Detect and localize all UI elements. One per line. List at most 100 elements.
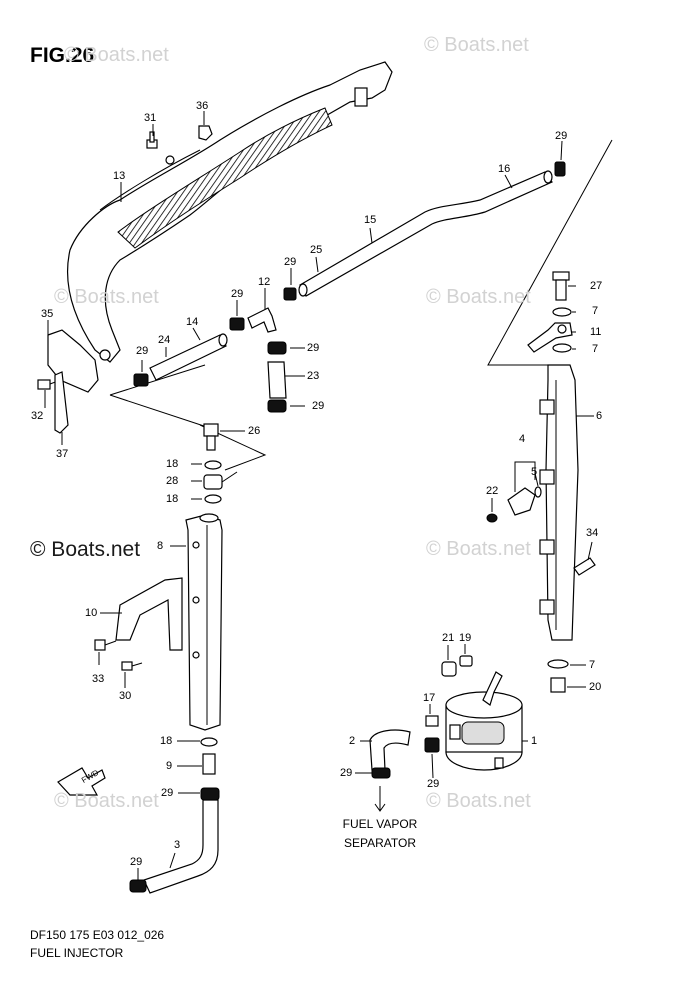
callout-19: 19 — [459, 632, 472, 644]
callout-29: 29 — [130, 856, 143, 868]
callout-28: 28 — [166, 475, 179, 487]
callout-29: 29 — [555, 130, 568, 142]
bolt-26 — [203, 423, 219, 451]
hose-23 — [267, 361, 287, 399]
clamp-29-j — [424, 737, 440, 753]
watermark: © Boats.net — [30, 538, 141, 561]
callout-29: 29 — [161, 787, 174, 799]
washer-7-c — [547, 659, 569, 669]
bolt-30 — [121, 661, 143, 671]
strap-37 — [54, 371, 69, 434]
joint-12 — [247, 307, 277, 333]
callout-11: 11 — [590, 326, 602, 338]
callout-4: 4 — [519, 433, 526, 445]
callout-7: 7 — [592, 343, 599, 355]
callout-33: 33 — [92, 673, 105, 685]
clamp-29-i — [371, 767, 391, 779]
figure-title: FIG.26 — [30, 44, 95, 67]
hose-3 — [143, 799, 219, 894]
fwd-arrow — [57, 767, 106, 796]
callout-17: 17 — [423, 692, 436, 704]
callout-18: 18 — [166, 493, 179, 505]
callout-26: 26 — [248, 425, 261, 437]
reference-lines — [109, 139, 613, 471]
oring-5 — [534, 486, 542, 498]
bracket-10 — [115, 577, 183, 651]
callout-9: 9 — [166, 760, 173, 772]
hose-14-24 — [149, 333, 228, 381]
callout-24: 24 — [158, 334, 171, 346]
watermark: © Boats.net — [54, 286, 159, 308]
clamp-29-c — [229, 317, 245, 331]
fuel-rail-6 — [539, 364, 579, 641]
callout-29: 29 — [427, 778, 440, 790]
callout-7: 7 — [592, 305, 599, 317]
washer-7-a — [552, 307, 572, 317]
callout-27: 27 — [590, 280, 603, 292]
callout-5: 5 — [531, 466, 538, 478]
watermark: © Boats.net — [426, 790, 531, 812]
callout-16: 16 — [498, 163, 511, 175]
callout-3: 3 — [174, 839, 181, 851]
injector-4-bracket-lines — [514, 461, 536, 492]
fuel-hose-15-16 — [298, 170, 553, 297]
clamp-29-g — [200, 787, 220, 801]
callout-8: 8 — [157, 540, 164, 552]
callout-29: 29 — [231, 288, 244, 300]
union-28 — [203, 471, 238, 490]
grommet-21 — [441, 661, 457, 677]
callout-6: 6 — [596, 410, 603, 422]
bolt-34 — [573, 557, 596, 576]
callout-23: 23 — [307, 370, 320, 382]
fuel-rail-8 — [185, 513, 223, 731]
clamp-29-e — [267, 341, 287, 355]
callout-10: 10 — [85, 607, 98, 619]
leader-lines — [44, 111, 594, 880]
hose-2 — [369, 729, 411, 771]
callout-35: 35 — [41, 308, 54, 320]
clamp-29-h — [129, 879, 147, 893]
callout-15: 15 — [364, 214, 377, 226]
clamp-29-b — [283, 287, 297, 301]
callout-18: 18 — [160, 735, 173, 747]
callout-29: 29 — [307, 342, 320, 354]
bolt-31 — [146, 131, 158, 149]
callout-14: 14 — [186, 316, 199, 328]
model-code: DF150 175 E03 012_026 — [30, 928, 165, 942]
washer-18-c — [200, 737, 218, 747]
callout-31: 31 — [144, 112, 157, 124]
clamp-29-a — [554, 161, 566, 177]
callout-21: 21 — [442, 632, 455, 644]
callout-29: 29 — [340, 767, 353, 779]
callout-22: 22 — [486, 485, 499, 497]
callout-20: 20 — [589, 681, 602, 693]
plug-20 — [550, 677, 566, 693]
clamp-29-d — [133, 373, 149, 387]
separator-label-line2: SEPARATOR — [343, 836, 417, 850]
watermark: © Boats.net — [64, 44, 169, 66]
fitting-9 — [202, 753, 216, 775]
callout-36: 36 — [196, 100, 209, 112]
fuel-vapor-separator-1 — [445, 671, 523, 771]
callout-29: 29 — [312, 400, 325, 412]
clamp-29-f — [267, 399, 287, 413]
callout-34: 34 — [586, 527, 599, 539]
washer-18-a — [204, 460, 222, 470]
section-name: FUEL INJECTOR — [30, 946, 124, 960]
callout-29: 29 — [136, 345, 149, 357]
bolt-17 — [425, 715, 439, 727]
callout-18: 18 — [166, 458, 179, 470]
seal-22 — [486, 513, 498, 523]
callout-13: 13 — [113, 170, 126, 182]
nut-36 — [198, 125, 213, 141]
separator-label-line1: FUEL VAPOR — [342, 817, 418, 831]
union-11 — [527, 322, 573, 353]
watermark: © Boats.net — [426, 538, 531, 560]
separator-arrow — [374, 786, 386, 812]
callout-25: 25 — [310, 244, 323, 256]
watermark: © Boats.net — [424, 34, 529, 56]
callout-37: 37 — [56, 448, 69, 460]
injector-4 — [507, 487, 536, 516]
callout-2: 2 — [349, 735, 356, 747]
